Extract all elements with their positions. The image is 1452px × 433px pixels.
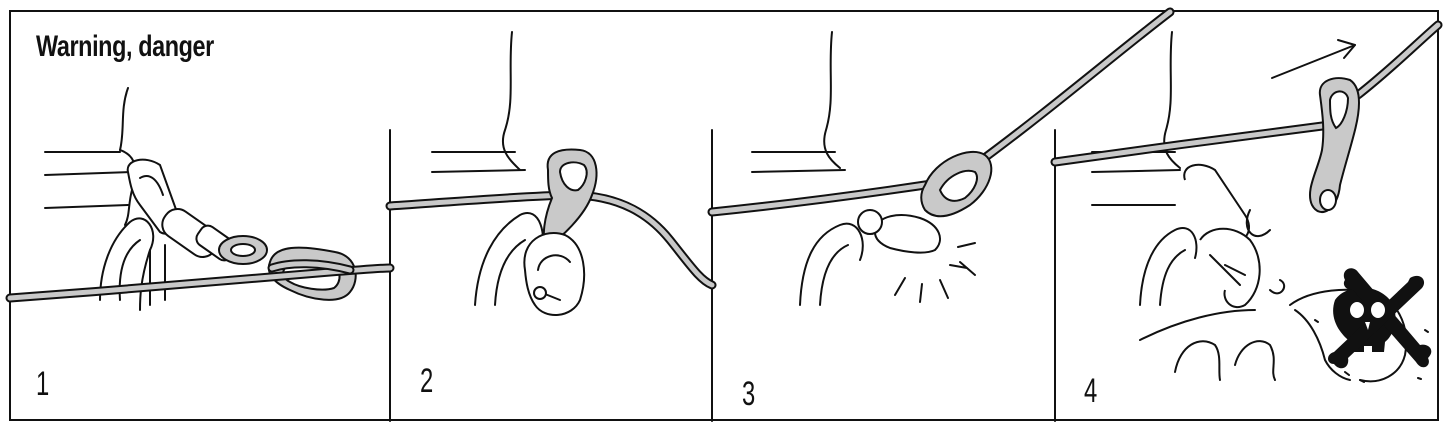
panel-2-illustration [385,31,717,317]
panel-1-number: 1 [36,365,50,403]
impact-burst-icon [894,242,976,303]
panel-1-illustration [5,87,395,311]
panel-3-illustration [707,7,1175,306]
panel-2-number: 2 [420,362,434,400]
panel-4-illustration [1050,20,1443,383]
diagram-frame [9,10,1439,421]
skull-crossbones-icon [1328,268,1432,369]
arrow-icon [1271,39,1356,79]
panel-4-number: 4 [1084,372,1098,410]
diagram-title: Warning, danger [36,30,214,63]
panel-3-number: 3 [742,375,756,413]
panel-dividers [389,129,1056,422]
